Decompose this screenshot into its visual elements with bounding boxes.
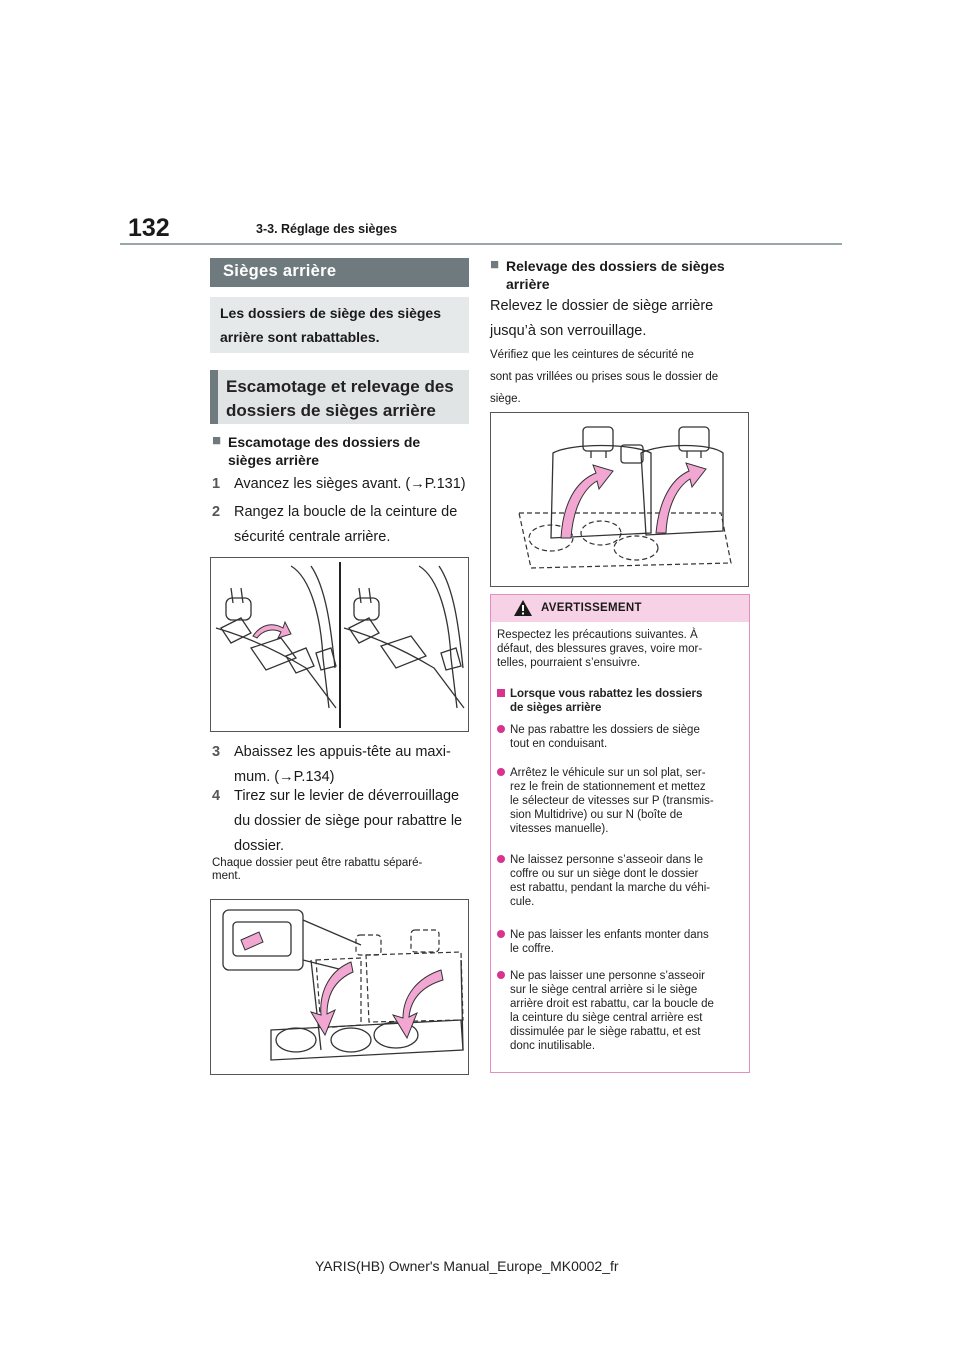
pink-dot-icon xyxy=(497,725,505,733)
subheading-box: Escamotage et relevage des dossiers de s… xyxy=(210,370,469,424)
intro-line: Les dossiers de siège des sièges xyxy=(220,305,442,321)
step-4: 4 Tirez sur le levier de déverrouillage … xyxy=(212,784,482,860)
warning-subtitle-line: de sièges arrière xyxy=(510,702,602,714)
warning-item-line: rez le frein de stationnement et mettez xyxy=(510,781,706,793)
step-text: mum. (→P.134) xyxy=(234,769,335,785)
pink-dot-icon xyxy=(497,768,505,776)
bullet-heading-line: Relevage des dossiers de sièges xyxy=(506,258,725,274)
figure-fold-seatbacks xyxy=(210,899,469,1075)
note: Chaque dossier peut être rabattu séparé-… xyxy=(212,857,472,883)
warning-intro: Respectez les précautions suivantes. À d… xyxy=(497,628,745,670)
small-note-line: siège. xyxy=(490,393,521,405)
bullet-heading-line: sièges arrière xyxy=(228,452,320,468)
warning-item-line: le sélecteur de vitesses sur P (transmis… xyxy=(510,795,714,807)
body-line: Relevez le dossier de siège arrière xyxy=(490,298,714,314)
note-line: Chaque dossier peut être rabattu séparé- xyxy=(212,857,423,869)
small-note-line: Vérifiez que les ceintures de sécurité n… xyxy=(490,349,694,361)
pink-square-bullet-icon xyxy=(497,689,505,697)
step-text: Tirez sur le levier de déverrouillage xyxy=(234,788,460,804)
bullet-heading-line: Escamotage des dossiers de xyxy=(228,434,421,450)
small-note: Vérifiez que les ceintures de sécurité n… xyxy=(490,344,755,410)
square-bullet-icon: ■ xyxy=(490,256,500,273)
step-text: du dossier de siège pour rabattre le xyxy=(234,813,463,829)
warning-box xyxy=(490,594,750,1073)
warning-item-line: Arrêtez le véhicule sur un sol plat, ser… xyxy=(510,767,706,779)
body-text: Relevez le dossier de siège arrière jusq… xyxy=(490,294,750,344)
step-text: Abaissez les appuis-tête au maxi- xyxy=(234,744,451,760)
step-text: Avancez les sièges avant. (→P.131) xyxy=(234,476,466,492)
pink-dot-icon xyxy=(497,971,505,979)
bullet-heading: ■ Escamotage des dossiers de sièges arri… xyxy=(212,432,467,469)
warning-intro-line: défaut, des blessures graves, voire mor- xyxy=(497,643,703,655)
section-band: Sièges arrière xyxy=(210,258,469,287)
warning-item-line: la ceinture du siège central arrière est xyxy=(510,1012,703,1024)
warning-item-line: coffre ou sur un siège dont le dossier xyxy=(510,868,699,880)
step-number: 4 xyxy=(212,788,221,804)
body-line: jusqu’à son verrouillage. xyxy=(490,323,647,339)
warning-item-line: Ne pas laisser une personne s’asseoir xyxy=(510,970,705,982)
warning-item-line: vitesses manuelle). xyxy=(510,823,609,835)
step-number: 1 xyxy=(212,476,221,492)
step-1: 1 Avancez les sièges avant. (→P.131) xyxy=(212,472,472,498)
header-divider xyxy=(120,243,842,245)
intro-box: Les dossiers de siège des sièges arrière… xyxy=(210,297,469,353)
warning-intro-line: Respectez les précautions suivantes. À xyxy=(497,629,698,641)
step-3: 3 Abaissez les appuis-tête au maxi- mum.… xyxy=(212,740,472,790)
intro-line: arrière sont rabattables. xyxy=(220,329,380,345)
pink-dot-icon xyxy=(497,855,505,863)
figure-buckle-stow xyxy=(210,557,469,732)
warning-item-4: Ne pas laisser les enfants monter dans l… xyxy=(497,928,745,956)
warning-item-line: Ne pas laisser les enfants monter dans xyxy=(510,929,709,941)
warning-item-line: tout en conduisant. xyxy=(510,738,608,750)
warning-intro-line: telles, pourraient s’ensuivre. xyxy=(497,657,641,669)
warning-subtitle: Lorsque vous rabattez les dossiers de si… xyxy=(497,687,745,715)
step-text: sécurité centrale arrière. xyxy=(234,529,391,545)
step-2: 2 Rangez la boucle de la ceinture de séc… xyxy=(212,500,472,550)
raise-illustration xyxy=(518,426,732,569)
warning-item-1: Ne pas rabattre les dossiers de siège to… xyxy=(497,723,745,751)
note-line: ment. xyxy=(212,870,241,882)
footer-text: YARIS(HB) Owner's Manual_Europe_MK0002_f… xyxy=(315,1258,619,1274)
warning-item-line: dissimulée par le siège rabattu, et est xyxy=(510,1026,701,1038)
page-number: 132 xyxy=(128,214,170,242)
warning-item-line: donc inutilisable. xyxy=(510,1040,596,1052)
figure-raise-seatbacks xyxy=(490,412,749,587)
small-note-line: sont pas vrillées ou prises sous le doss… xyxy=(490,371,719,383)
warning-item-2: Arrêtez le véhicule sur un sol plat, ser… xyxy=(497,766,745,836)
square-bullet-icon: ■ xyxy=(212,432,222,449)
section-title: 3-3. Réglage des sièges xyxy=(256,222,398,236)
step-text: dossier. xyxy=(234,838,284,854)
bullet-heading-line: arrière xyxy=(506,276,550,292)
step-number: 2 xyxy=(212,504,221,520)
subheading-line: dossiers de sièges arrière xyxy=(226,401,436,420)
step-number: 3 xyxy=(212,744,221,760)
warning-item-3: Ne laissez personne s’asseoir dans le co… xyxy=(497,853,745,909)
pink-dot-icon xyxy=(497,930,505,938)
warning-item-5: Ne pas laisser une personne s’asseoir su… xyxy=(497,969,745,1053)
warning-subtitle-line: Lorsque vous rabattez les dossiers xyxy=(510,688,703,700)
warning-item-line: est rabattu, pendant la marche du véhi- xyxy=(510,882,711,894)
warning-item-line: Ne laissez personne s’asseoir dans le xyxy=(510,854,704,866)
subheading-line: Escamotage et relevage des xyxy=(226,377,454,396)
bullet-heading: ■ Relevage des dossiers de sièges arrièr… xyxy=(490,256,750,293)
warning-triangle-icon xyxy=(514,600,532,616)
fold-illustration xyxy=(222,909,464,1061)
warning-header xyxy=(491,595,749,622)
warning-item-line: arrière droit est rabattu, car la boucle… xyxy=(510,998,714,1010)
step-text: Rangez la boucle de la ceinture de xyxy=(234,504,458,520)
warning-item-line: sion Multidrive) ou sur N (boîte de xyxy=(510,809,683,821)
warning-item-line: Ne pas rabattre les dossiers de siège xyxy=(510,724,700,736)
warning-item-line: sur le siège central arrière si le siège xyxy=(510,984,698,996)
buckle-illustration xyxy=(215,562,465,728)
warning-item-line: cule. xyxy=(510,896,535,908)
warning-title: AVERTISSEMENT xyxy=(541,602,642,614)
warning-item-line: le coffre. xyxy=(510,943,554,955)
